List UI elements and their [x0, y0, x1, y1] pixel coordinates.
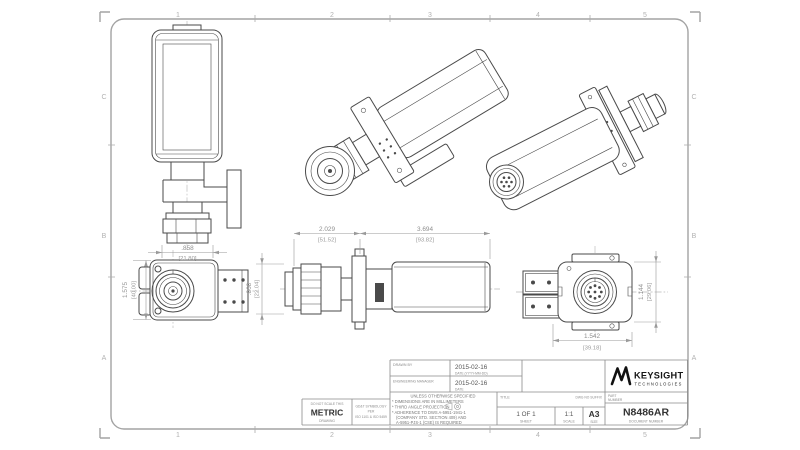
n-connector-face [305, 146, 355, 196]
dim-text: 3.694 [417, 226, 433, 233]
zone-row-right-c: C [691, 94, 696, 101]
keysight-logo: KEYSIGHT TECHNOLOGIES [610, 366, 683, 387]
dim-connector-width: .858 [21.80] [148, 245, 227, 262]
metric-bottom: DRAWING [319, 419, 335, 423]
zone-col-top-5: 5 [643, 12, 647, 19]
sheet-border: 1 2 3 4 5 1 2 3 4 5 C B A C B A [99, 11, 701, 439]
dim-front-height: 1.575 [40.00] [122, 260, 151, 320]
dim-text: [51.52] [318, 238, 336, 244]
zone-col-top-1: 1 [176, 12, 180, 19]
dim-text: 1.542 [584, 333, 600, 340]
dim-body-length: 3.694 [93.82] [360, 226, 491, 259]
isometric-rear-view [485, 85, 667, 211]
rear-connector-pins [587, 284, 603, 300]
scale-label: SCALE [563, 420, 575, 424]
drawn-date: 2015-02-16 [455, 364, 488, 371]
zone-row-left-c: C [101, 94, 106, 101]
dim-text: 1.144 [638, 284, 645, 300]
isometric-front-view [305, 48, 509, 196]
brand-name: KEYSIGHT [634, 371, 683, 381]
dim-text: [93.82] [416, 238, 434, 244]
size-label: SIZE [590, 420, 598, 424]
title-block: DRAWN BY 2015-02-16 DATE (YYYY-MM-DD) EN… [301, 359, 688, 426]
part-label-1: PART [608, 394, 617, 398]
note-2: * THIRD ANGLE PROJECTION [392, 405, 450, 410]
zone-col-bot-4: 4 [536, 432, 540, 439]
metric-word: METRIC [311, 408, 344, 418]
title-block-grid [301, 359, 688, 426]
third-angle-projection-icon [445, 402, 461, 411]
note-4: (COMPANY STD. SECTION 409) AND [396, 415, 466, 420]
zone-row-left-b: B [102, 233, 107, 240]
document-number-label: DOCUMENT NUMBER [629, 420, 664, 424]
scale-value: 1:1 [565, 411, 574, 418]
metric-top: DO NOT SCALE THIS [311, 402, 345, 406]
note-1: * DIMENSIONS ARE IN MILLIMETERS [392, 399, 464, 404]
drawn-by-label: DRAWN BY [393, 363, 413, 367]
gdt-line2: PER [368, 410, 375, 414]
part-number: N8486AR [623, 407, 670, 419]
side-elevation-view [151, 21, 242, 250]
zone-col-bot-1: 1 [176, 432, 180, 439]
dim-rear-width: 1.542 [39.18] [552, 324, 633, 352]
dim-text: [29.06] [647, 283, 653, 301]
dim-text: [21.80] [178, 256, 196, 262]
approved-date-label: DATE [455, 388, 464, 392]
drawn-date-label: DATE (YYYY-MM-DD) [455, 372, 488, 376]
zone-ticks [108, 15, 691, 433]
dim-text: .868 [246, 282, 253, 295]
title-label: TITLE [500, 396, 510, 400]
zone-row-left-a: A [102, 355, 107, 362]
zone-row-right-a: A [692, 355, 697, 362]
dim-rear-height: 1.144 [29.06] [634, 251, 661, 333]
keysight-spark-icon [610, 366, 632, 386]
dim-connector-dia: .868 [22.04] [246, 253, 284, 325]
dim-text: .858 [181, 245, 194, 252]
note-0: UNLESS OTHERWISE SPECIFIED [411, 394, 476, 399]
border-frame [110, 18, 689, 430]
dim-front-length: 2.029 [51.52] [293, 226, 361, 266]
zone-col-top-4: 4 [536, 12, 540, 19]
bottom-side-view [280, 248, 500, 330]
zone-col-bot-3: 3 [428, 432, 432, 439]
gdt-line3: ISO 1101 & ISO 5459 [355, 415, 387, 419]
zone-col-bot-5: 5 [643, 432, 647, 439]
crop-marks [99, 11, 701, 439]
part-label-2: NUMBER [608, 398, 623, 402]
zone-col-bot-2: 2 [330, 432, 334, 439]
dimensions: .858 [21.80] 1.575 [40.00] 2.029 [51.52]… [122, 226, 661, 352]
front-view [130, 250, 258, 328]
brand-sub: TECHNOLOGIES [635, 382, 683, 387]
approved-by-label: ENGINEERING MANAGER [393, 380, 434, 384]
dwg-suffix-label: DWG NO SUFFIX [575, 396, 602, 400]
zone-row-right-b: B [692, 233, 697, 240]
note-5: A-5951-PJS-1 (CSE) IS REQUIRED [396, 420, 462, 425]
size-value: A3 [589, 409, 600, 419]
zone-col-top-2: 2 [330, 12, 334, 19]
rear-connector-face-iso [489, 164, 524, 200]
gdt-line1: GD&T SYMBOLOGY [355, 405, 387, 409]
dim-text: [22.04] [255, 280, 261, 298]
dim-text: [40.00] [132, 281, 138, 299]
dim-text: 1.575 [122, 282, 129, 298]
note-3: * ADHERENCE TO DWS A-5951-1941-1 [392, 410, 467, 415]
approved-date: 2015-02-16 [455, 380, 488, 387]
sheet-label: SHEET [520, 420, 533, 424]
dim-text: [39.18] [583, 346, 601, 352]
sheet-value: 1 OF 1 [516, 411, 536, 418]
zone-col-top-3: 3 [428, 12, 432, 19]
dim-text: 2.029 [319, 226, 335, 233]
rear-view [516, 246, 668, 336]
